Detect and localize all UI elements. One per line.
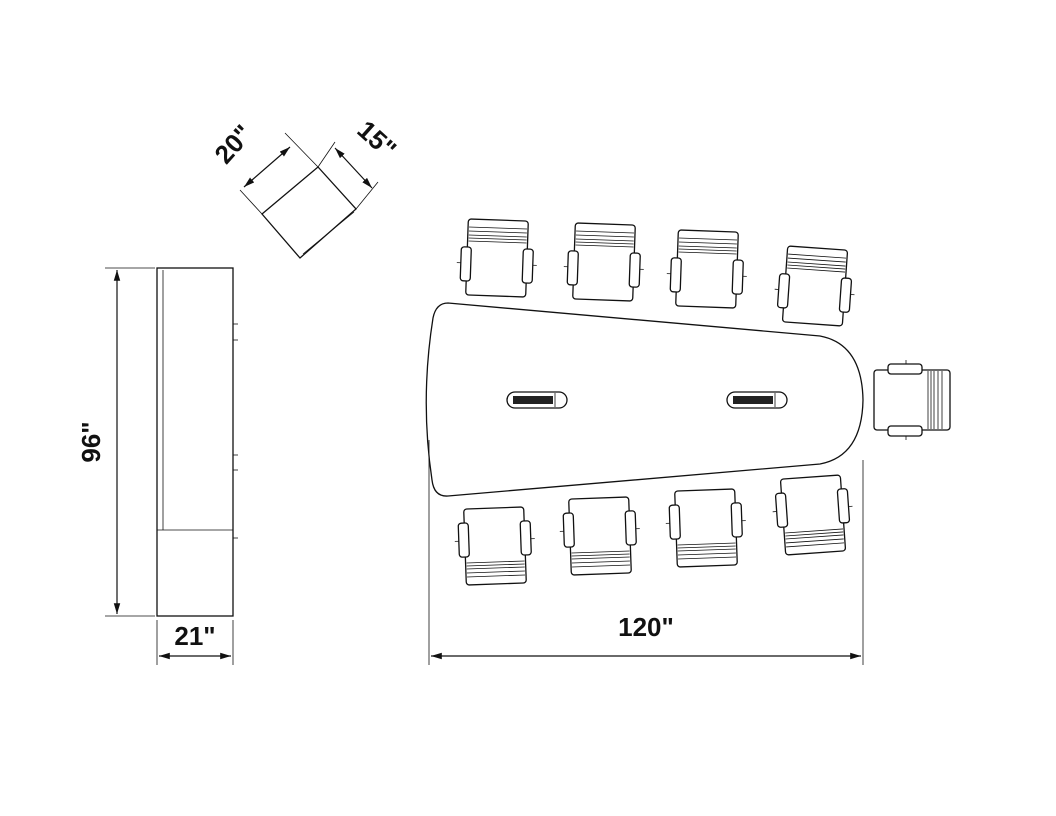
conference-table-view: 120" bbox=[425, 217, 951, 665]
height-label: 96" bbox=[76, 421, 106, 462]
chair bbox=[562, 221, 646, 303]
chair bbox=[455, 217, 539, 299]
credenza-view: 96" 21" bbox=[76, 267, 238, 665]
item-depth-dimension-line bbox=[334, 147, 373, 189]
chair bbox=[771, 244, 859, 328]
depth-label: 21" bbox=[174, 621, 215, 651]
item-width-dimension-line bbox=[243, 146, 291, 188]
width-label: 120" bbox=[618, 612, 674, 642]
item-depth-label: 15" bbox=[352, 114, 403, 164]
chair bbox=[664, 487, 748, 569]
chair bbox=[558, 495, 642, 577]
table-top bbox=[425, 302, 864, 497]
chair bbox=[665, 228, 749, 310]
chair bbox=[769, 473, 857, 557]
angled-item-view: 20" 15" bbox=[208, 114, 403, 259]
credenza-body bbox=[156, 267, 234, 617]
angled-item bbox=[261, 166, 357, 259]
chair bbox=[453, 505, 537, 587]
chair bbox=[873, 359, 951, 441]
power-grommet bbox=[506, 391, 568, 409]
power-grommet bbox=[726, 391, 788, 409]
item-width-label: 20" bbox=[208, 119, 258, 170]
